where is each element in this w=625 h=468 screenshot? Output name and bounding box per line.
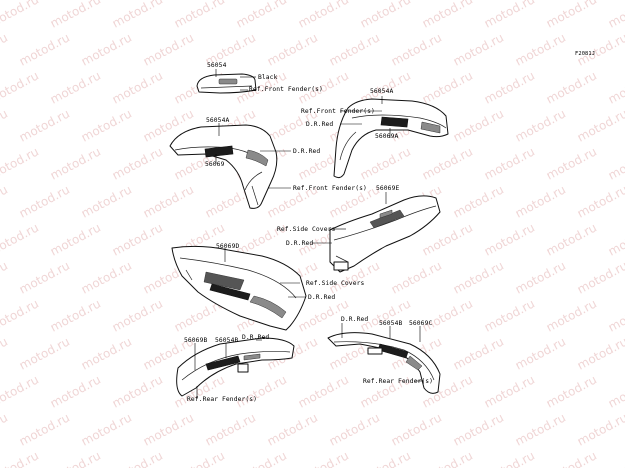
label-56069e: 56069E: [376, 185, 400, 192]
label-56054: 56054: [207, 62, 227, 69]
label-56054b-right: 56054B: [379, 320, 403, 327]
decal-56069e-side-cover-right[interactable]: [329, 195, 441, 273]
note-ref-front-fender-right: Ref.Front Fender(s): [301, 108, 375, 115]
note-black: Black: [258, 74, 278, 81]
note-dr-red-side-right: D.R.Red: [286, 240, 314, 247]
label-56069d: 56069D: [216, 243, 240, 250]
decal-56069c-rear-fender-right[interactable]: [327, 332, 441, 394]
note-dr-red-side-left: D.R.Red: [308, 294, 336, 301]
leader-lines: [194, 69, 424, 399]
decal-56069-front-fender-left[interactable]: [169, 124, 278, 209]
label-56054b-left: 56054B: [215, 337, 239, 344]
note-ref-rear-fender-left: Ref.Rear Fender(s): [187, 396, 258, 403]
label-56069b: 56069B: [184, 337, 208, 344]
label-56069a: 56069A: [375, 133, 399, 140]
note-dr-red-right-top: D.R.Red: [306, 121, 334, 128]
label-56069c: 56069C: [409, 320, 433, 327]
label-56054a-left: 56054A: [206, 117, 230, 124]
decal-56069b-rear-fender-left[interactable]: [176, 337, 295, 397]
label-56069: 56069: [205, 161, 225, 168]
note-ref-front-fender-top: Ref.Front Fender(s): [249, 86, 323, 93]
note-ref-front-fender-left: Ref.Front Fender(s): [293, 185, 367, 192]
decal-56069a-front-fender-right[interactable]: [333, 98, 449, 179]
note-ref-side-covers-left: Ref.Side Covers: [306, 280, 365, 287]
note-dr-red-left-front: D.R.Red: [293, 148, 321, 155]
decal-56054[interactable]: [196, 73, 257, 94]
note-dr-red-rear-right: D.R.Red: [341, 316, 369, 323]
decal-56069d-side-cover-left[interactable]: [171, 245, 307, 331]
note-dr-red-rear-left: D.R.Red: [242, 334, 270, 341]
note-ref-rear-fender-right: Ref.Rear Fender(s): [363, 378, 434, 385]
figure-code: F2081J: [575, 51, 596, 57]
label-56054a-right: 56054A: [370, 88, 394, 95]
note-ref-side-covers-right: Ref.Side Covers: [277, 226, 336, 233]
